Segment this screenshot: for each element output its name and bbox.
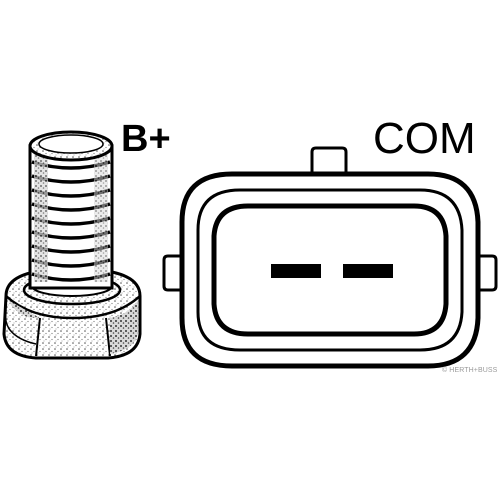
latch-tab bbox=[310, 146, 348, 176]
bplus-stud-terminal bbox=[2, 130, 142, 360]
threaded-shaft bbox=[28, 144, 114, 290]
bplus-terminal-label: B+ bbox=[121, 118, 171, 160]
connector-socket bbox=[211, 203, 449, 337]
stud-top bbox=[28, 130, 114, 162]
left-side-tab bbox=[162, 254, 184, 292]
com-terminal-label: COM bbox=[373, 114, 476, 163]
connector-pin-left bbox=[271, 264, 321, 278]
com-connector-housing bbox=[162, 146, 498, 369]
brand-watermark: © HERTH+BUSS bbox=[442, 367, 498, 374]
connector-pin-right bbox=[343, 264, 393, 278]
right-side-tab bbox=[476, 254, 498, 292]
